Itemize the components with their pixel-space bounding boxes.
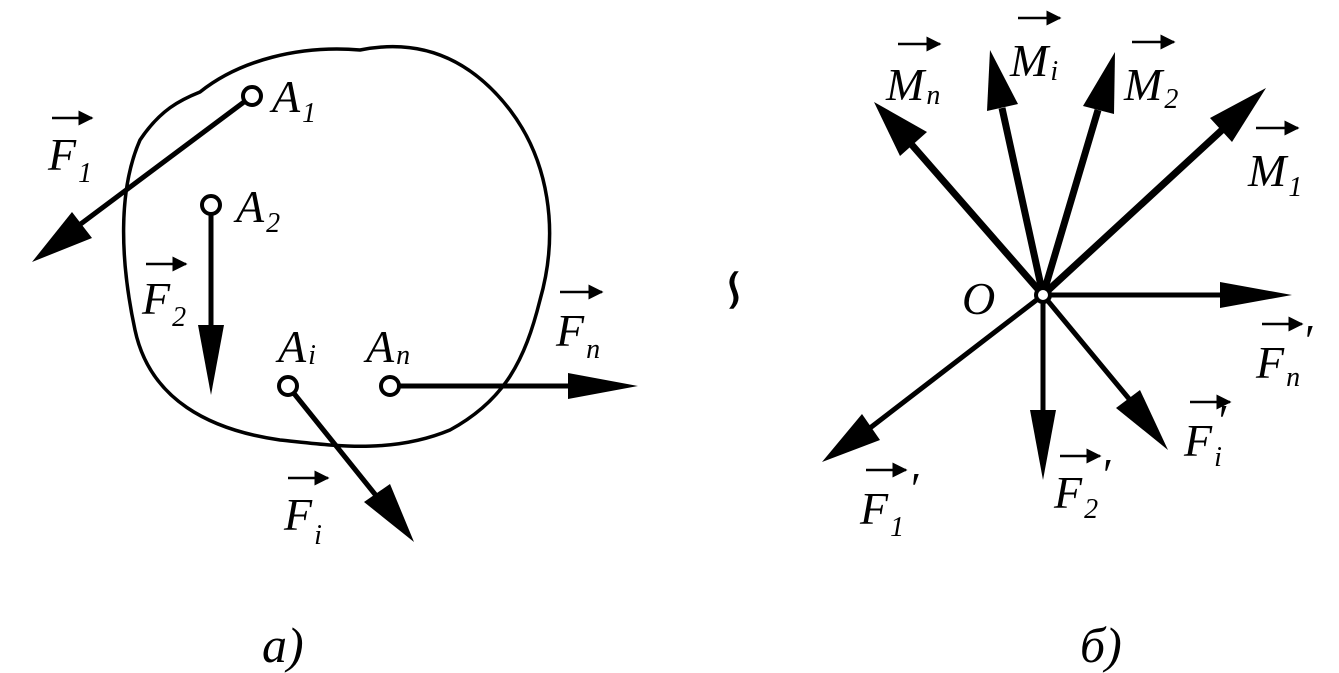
svg-text:Mn: Mn — [885, 59, 940, 111]
moment-arrow-m1 — [1040, 88, 1266, 298]
force-arrow-fi-prime — [1041, 293, 1168, 450]
svg-text:Mi: Mi — [1009, 35, 1058, 87]
svg-text:F2: F2 — [141, 273, 186, 333]
label-fi-prime: Fi′ — [1183, 394, 1232, 473]
moment-arrow-mi — [987, 50, 1047, 296]
label-fi: Fi — [283, 470, 330, 551]
label-mn: Mn — [885, 36, 942, 111]
force-arrow-fn-prime — [1043, 282, 1292, 308]
svg-text:F2′: F2′ — [1053, 449, 1111, 525]
force-arrow-f1 — [32, 93, 254, 262]
label-ai: Ai — [275, 321, 316, 372]
right-panel: O Mn Mi M2 M1 Fn′ Fi′ F2′ — [822, 10, 1313, 673]
label-fn: Fn — [555, 284, 604, 365]
force-arrow-f2 — [198, 205, 224, 395]
point-a1 — [241, 85, 263, 107]
force-arrow-f1-prime — [822, 293, 1045, 462]
svg-text:M1: M1 — [1247, 145, 1302, 203]
label-fn-prime: Fn′ — [1255, 315, 1313, 393]
svg-text:F1′: F1′ — [859, 463, 919, 543]
equivalence-symbol: ∽ — [700, 265, 770, 315]
label-m1: M1 — [1247, 120, 1302, 203]
force-arrow-fi — [286, 384, 414, 542]
origin-point — [1034, 286, 1052, 304]
origin-label: O — [962, 273, 995, 324]
force-arrow-fn — [390, 373, 638, 399]
caption-a: а) — [262, 617, 304, 673]
label-an: An — [363, 321, 410, 372]
label-a1: A1 — [269, 71, 316, 129]
point-an — [379, 375, 401, 397]
point-a2 — [200, 194, 222, 216]
label-a2: A2 — [233, 181, 280, 239]
label-f2: F2 — [141, 256, 188, 333]
svg-text:M2: M2 — [1123, 59, 1178, 115]
svg-text:Fi: Fi — [283, 489, 322, 551]
label-mi: Mi — [1009, 10, 1062, 87]
point-ai — [277, 375, 299, 397]
label-f1-prime: F1′ — [859, 462, 919, 543]
moment-arrow-m2 — [1039, 52, 1115, 296]
svg-text:F1: F1 — [47, 129, 92, 189]
label-f2-prime: F2′ — [1053, 448, 1111, 525]
svg-text:Fn: Fn — [555, 305, 600, 365]
caption-b: б) — [1080, 617, 1122, 673]
left-panel: A1 A2 Ai An F1 F2 Fi Fn а) — [32, 44, 638, 673]
label-m2: M2 — [1123, 34, 1178, 115]
svg-text:Fi′: Fi′ — [1183, 395, 1227, 473]
label-f1: F1 — [47, 110, 94, 189]
svg-text:Fn′: Fn′ — [1255, 315, 1313, 393]
moment-arrow-mn — [874, 102, 1046, 298]
force-arrow-f2-prime — [1030, 295, 1056, 480]
rigid-body-outline — [121, 44, 552, 448]
